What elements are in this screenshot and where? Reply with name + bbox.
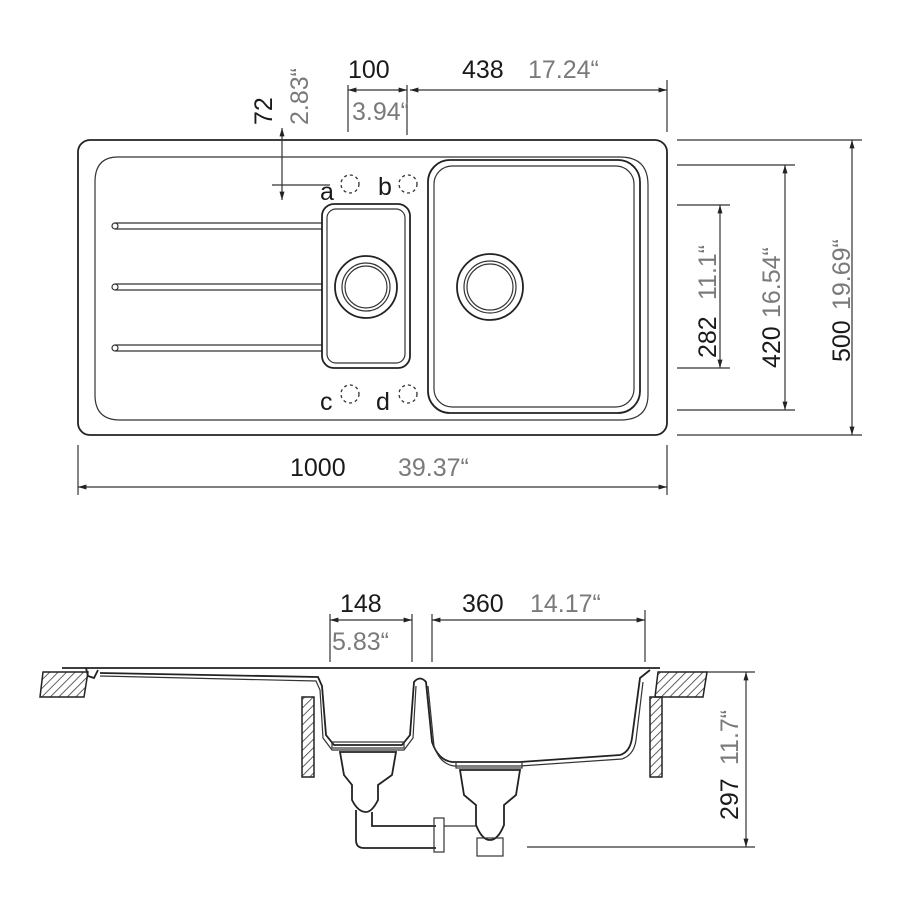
- top-view: a b c d 72 2.83“ 100 3.94“: [77, 56, 862, 495]
- svg-text:500: 500: [828, 320, 856, 362]
- svg-text:148: 148: [340, 590, 382, 618]
- tap-hole-a: a: [320, 174, 360, 206]
- svg-text:11.1“: 11.1“: [694, 245, 722, 300]
- svg-text:438: 438: [462, 56, 504, 84]
- dimension-total-height: 500 19.69“: [677, 139, 862, 436]
- drainer-grooves: [111, 222, 322, 352]
- svg-text:b: b: [378, 173, 392, 201]
- svg-text:3.94“: 3.94“: [352, 98, 409, 126]
- large-bowl: [427, 159, 641, 414]
- sink-outline: [77, 139, 668, 436]
- svg-text:a: a: [320, 178, 334, 206]
- dimension-tap-offset: 72 2.83“: [250, 68, 330, 200]
- countertop-right: [654, 671, 708, 698]
- dimension-tap-spacing: 100 3.94“: [347, 56, 409, 135]
- svg-text:16.54“: 16.54“: [758, 247, 786, 318]
- svg-text:297: 297: [716, 778, 744, 820]
- svg-text:5.83“: 5.83“: [332, 628, 389, 656]
- svg-text:72: 72: [250, 97, 278, 125]
- dimension-total-width: 1000 39.37“: [77, 445, 668, 495]
- small-bowl-drain: [334, 255, 398, 319]
- svg-text:14.17“: 14.17“: [530, 590, 601, 618]
- large-bowl-drain: [456, 253, 524, 321]
- drainer-outline: [94, 156, 649, 421]
- small-drain-trap: [331, 741, 445, 853]
- dimension-depth: 297 11.7“: [527, 671, 755, 848]
- svg-text:d: d: [376, 388, 390, 416]
- tap-hole-c: c: [320, 384, 360, 416]
- side-view: 148 5.83“ 360 14.17“ 297 11.7“: [39, 590, 755, 857]
- large-drain-trap: [444, 761, 523, 857]
- dimension-inner-height: 282 11.1“: [677, 204, 730, 369]
- svg-text:c: c: [320, 388, 333, 416]
- svg-text:282: 282: [694, 316, 722, 358]
- svg-text:100: 100: [348, 56, 390, 84]
- svg-text:1000: 1000: [290, 454, 346, 482]
- svg-text:360: 360: [462, 590, 504, 618]
- tap-hole-d: d: [376, 384, 418, 416]
- countertop-left: [39, 671, 89, 698]
- small-bowl: [321, 203, 411, 369]
- svg-text:11.7“: 11.7“: [716, 710, 744, 765]
- svg-text:39.37“: 39.37“: [398, 454, 469, 482]
- dimension-bowl-height: 420 16.54“: [677, 164, 795, 411]
- svg-text:420: 420: [758, 326, 786, 368]
- cabinet-wall-right: [649, 696, 663, 778]
- cabinet-wall-left: [301, 696, 315, 778]
- svg-text:17.24“: 17.24“: [528, 56, 599, 84]
- svg-text:2.83“: 2.83“: [286, 68, 314, 125]
- dimension-bowl-width: 438 17.24“: [410, 56, 668, 132]
- tap-hole-b: b: [378, 173, 418, 201]
- dimension-large-bowl-width: 360 14.17“: [431, 590, 646, 662]
- svg-text:19.69“: 19.69“: [828, 239, 856, 310]
- dimension-small-bowl-width: 148 5.83“: [329, 590, 413, 662]
